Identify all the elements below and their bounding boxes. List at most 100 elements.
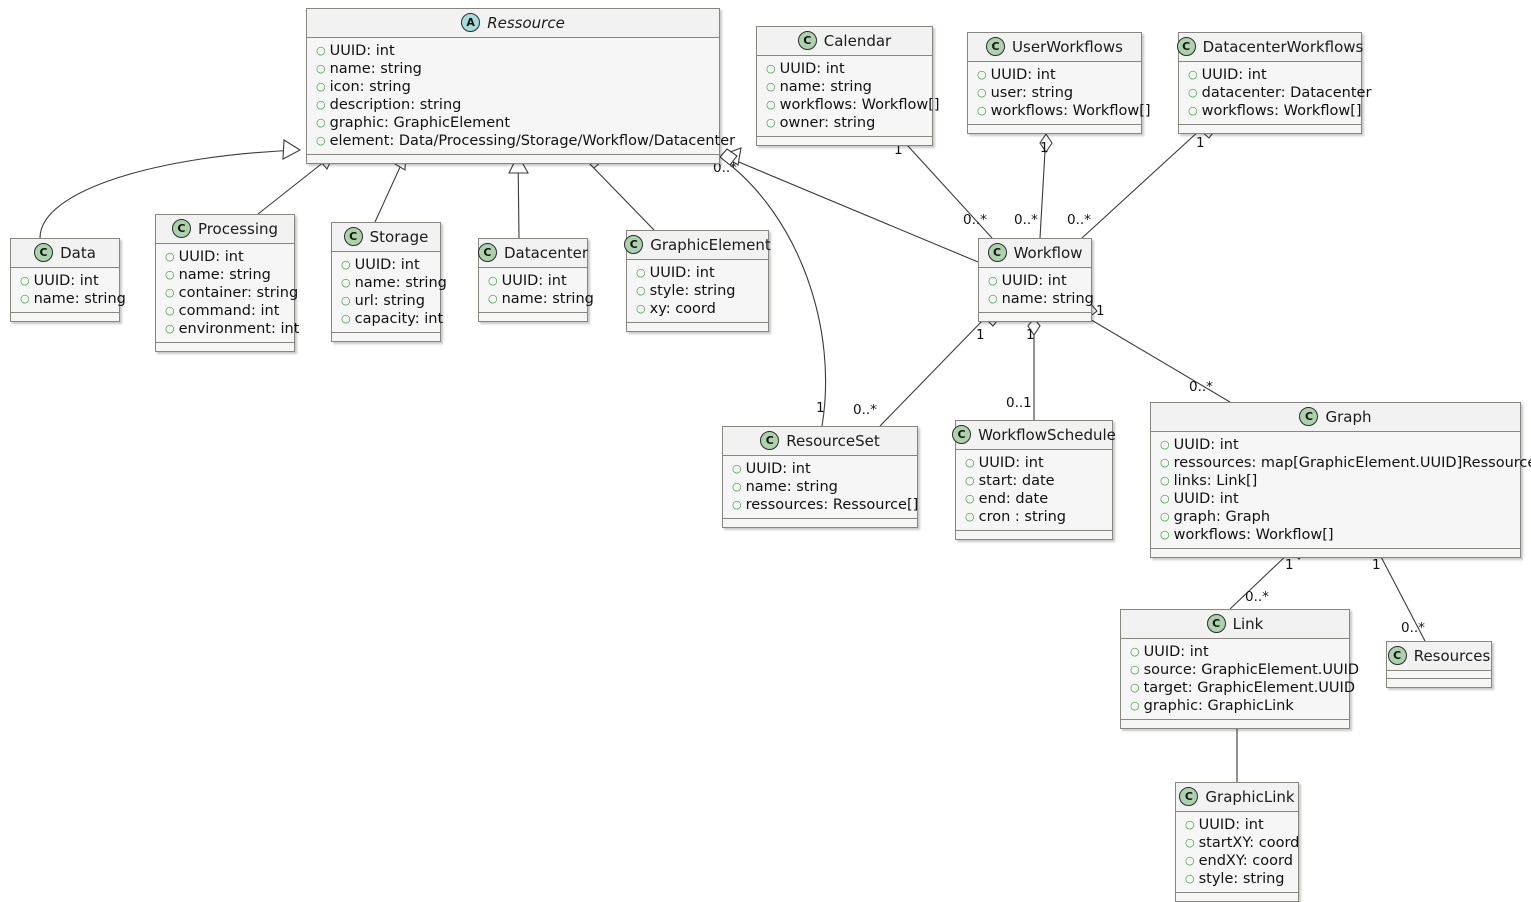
attribute-text: name: string: [178, 267, 271, 283]
class-attribute: ○capacity: int: [339, 310, 443, 328]
class-attribute: ○UUID: int: [1186, 66, 1355, 84]
visibility-public-icon: ○: [1188, 86, 1198, 99]
attribute-text: capacity: int: [354, 311, 444, 327]
multiplicity-label: 0..*: [1401, 620, 1425, 636]
class-icon: C: [1206, 614, 1226, 633]
attribute-text: name: string: [354, 275, 447, 291]
attribute-text: UUID: int: [1143, 644, 1209, 660]
class-attribute: ○name: string: [764, 78, 926, 96]
visibility-public-icon: ○: [316, 134, 326, 147]
class-attribute: ○UUID: int: [1128, 643, 1343, 661]
class-attribute: ○UUID: int: [986, 272, 1085, 290]
multiplicity-label: 1: [816, 400, 825, 416]
class-methods: [968, 125, 1141, 133]
class-methods: [627, 323, 768, 331]
class-attribute: ○UUID: int: [1183, 816, 1292, 834]
class-attribute: ○target: GraphicElement.UUID: [1128, 679, 1355, 697]
attribute-text: UUID: int: [990, 67, 1056, 83]
class-name: GraphicElement: [650, 235, 771, 254]
class-attribute: ○xy: coord: [634, 300, 762, 318]
class-methods: [156, 343, 294, 351]
class-icon: C: [1179, 787, 1199, 806]
class-name: DatacenterWorkflows: [1202, 37, 1364, 56]
class-icon: C: [952, 425, 972, 444]
multiplicity-label: 1: [1285, 557, 1294, 573]
visibility-public-icon: ○: [766, 116, 776, 129]
class-methods: [979, 313, 1091, 321]
attribute-text: command: int: [178, 303, 280, 319]
class-attribute: ○UUID: int: [975, 66, 1135, 84]
visibility-public-icon: ○: [766, 80, 776, 93]
class-icon: C: [1387, 646, 1407, 665]
visibility-public-icon: ○: [1185, 854, 1195, 867]
class-attribute: ○cron : string: [963, 508, 1106, 526]
class-name: Datacenter: [503, 243, 589, 262]
visibility-public-icon: ○: [1160, 510, 1170, 523]
visibility-public-icon: ○: [341, 258, 351, 271]
class-attribute: ○name: string: [986, 290, 1094, 308]
class-methods: [956, 531, 1112, 539]
visibility-public-icon: ○: [488, 274, 498, 287]
attribute-text: name: string: [329, 61, 422, 77]
visibility-public-icon: ○: [1188, 104, 1198, 117]
multiplicity-label: 1: [894, 142, 903, 158]
class-icon: C: [797, 31, 817, 50]
attribute-text: workflows: Workflow[]: [990, 103, 1151, 119]
class-attribute: ○workflows: Workflow[]: [1186, 102, 1362, 120]
multiplicity-label: 0..*: [963, 212, 987, 228]
class-attribute: ○UUID: int: [963, 454, 1106, 472]
class-attribute: ○UUID: int: [339, 256, 434, 274]
class-attribute: ○workflows: Workflow[]: [1158, 526, 1514, 544]
visibility-public-icon: ○: [965, 474, 975, 487]
visibility-public-icon: ○: [988, 292, 998, 305]
visibility-public-icon: ○: [165, 250, 175, 263]
attribute-text: style: string: [649, 283, 736, 299]
visibility-public-icon: ○: [636, 266, 646, 279]
visibility-public-icon: ○: [636, 302, 646, 315]
class-attributes: ○UUID: int○name: string○ressources: Ress…: [723, 456, 918, 519]
attribute-text: container: string: [178, 285, 299, 301]
visibility-public-icon: ○: [1160, 456, 1170, 469]
class-attribute: ○style: string: [634, 282, 762, 300]
visibility-public-icon: ○: [965, 510, 975, 523]
class-attribute: ○style: string: [1183, 870, 1292, 888]
attribute-text: endXY: coord: [1198, 853, 1293, 869]
attribute-text: element: Data/Processing/Storage/Workflo…: [329, 133, 736, 149]
class-methods: [1176, 893, 1298, 901]
attribute-text: UUID: int: [1201, 67, 1267, 83]
visibility-public-icon: ○: [165, 322, 175, 335]
visibility-public-icon: ○: [165, 304, 175, 317]
visibility-public-icon: ○: [965, 456, 975, 469]
class-attribute: ○start: date: [963, 472, 1106, 490]
visibility-public-icon: ○: [732, 498, 742, 511]
attribute-text: workflows: Workflow[]: [1173, 527, 1334, 543]
class-attribute: ○startXY: coord: [1183, 834, 1299, 852]
class-icon: C: [986, 37, 1006, 56]
attribute-text: UUID: int: [978, 455, 1044, 471]
class-attributes: [1387, 671, 1491, 679]
attribute-text: name: string: [1001, 291, 1094, 307]
attribute-text: name: string: [501, 291, 594, 307]
class-name: Graph: [1325, 407, 1372, 426]
class-attribute: ○ressources: Ressource[]: [730, 496, 918, 514]
attribute-text: workflows: Workflow[]: [779, 97, 940, 113]
multiplicity-label: 1: [1372, 557, 1381, 573]
